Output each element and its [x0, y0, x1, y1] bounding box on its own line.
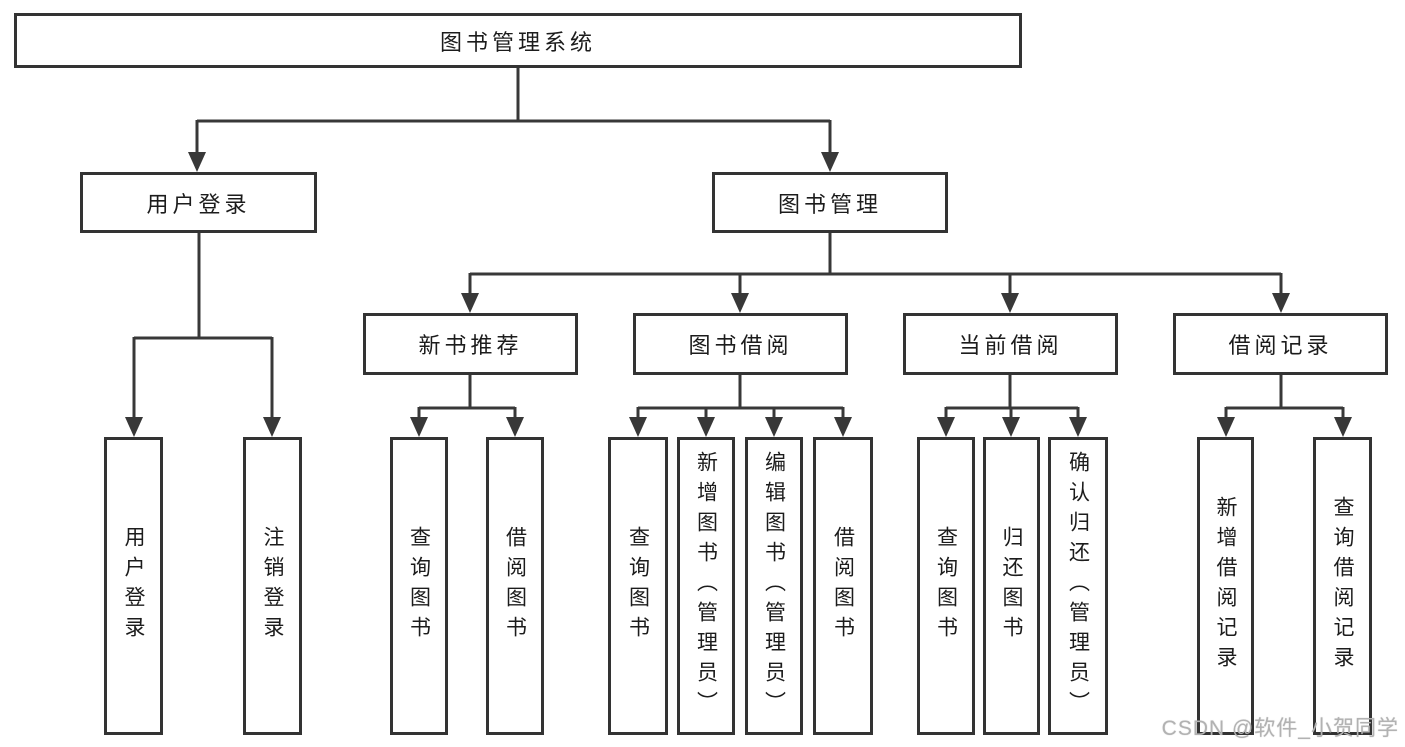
leaf-user-login-label: 用户登录	[122, 526, 145, 646]
node-new-book-rec-label: 新书推荐	[418, 333, 523, 358]
current-borrow-connector	[937, 375, 1087, 437]
leaf-borrow-edit-admin: 编辑图书（管理员）	[745, 437, 803, 735]
leaf-newbook-borrow-label: 借阅图书	[503, 526, 527, 646]
user-login-connector	[125, 233, 281, 437]
node-root: 图书管理系统	[14, 13, 1022, 68]
leaf-borrow-borrow: 借阅图书	[813, 437, 873, 735]
node-user-login: 用户登录	[80, 172, 317, 233]
node-book-mgmt-label: 图书管理	[777, 191, 882, 217]
book-borrow-connector	[629, 375, 852, 437]
csdn-watermark: CSDN @软件_小贺同学	[1161, 717, 1399, 740]
node-borrow-record-label: 借阅记录	[1228, 333, 1333, 358]
leaf-logout: 注销登录	[243, 437, 302, 735]
leaf-record-add-label: 新增借阅记录	[1214, 496, 1237, 676]
leaf-borrow-edit-admin-label: 编辑图书（管理员）	[762, 451, 786, 721]
leaf-record-query: 查询借阅记录	[1313, 437, 1372, 735]
leaf-record-query-label: 查询借阅记录	[1331, 496, 1354, 676]
leaf-current-return-label: 归还图书	[1000, 526, 1023, 646]
leaf-borrow-add-admin: 新增图书（管理员）	[677, 437, 735, 735]
node-root-label: 图书管理系统	[439, 29, 596, 55]
book-mgmt-connector	[461, 233, 1290, 313]
node-current-borrow: 当前借阅	[903, 313, 1118, 375]
node-book-borrow-label: 图书借阅	[688, 333, 793, 358]
node-book-borrow: 图书借阅	[633, 313, 848, 375]
leaf-newbook-query: 查询图书	[390, 437, 448, 735]
leaf-user-login: 用户登录	[104, 437, 163, 735]
leaf-borrow-add-admin-label: 新增图书（管理员）	[694, 451, 718, 721]
new-book-connector	[410, 375, 524, 437]
leaf-logout-label: 注销登录	[261, 526, 284, 646]
leaf-newbook-borrow: 借阅图书	[486, 437, 544, 735]
leaf-newbook-query-label: 查询图书	[407, 526, 431, 646]
leaf-current-query: 查询图书	[917, 437, 975, 735]
leaf-current-return: 归还图书	[983, 437, 1040, 735]
node-new-book-rec: 新书推荐	[363, 313, 578, 375]
leaf-current-query-label: 查询图书	[934, 526, 958, 646]
borrow-record-connector	[1217, 375, 1352, 437]
leaf-borrow-query-label: 查询图书	[626, 526, 650, 646]
node-current-borrow-label: 当前借阅	[958, 333, 1063, 358]
node-borrow-record: 借阅记录	[1173, 313, 1388, 375]
leaf-current-confirm-admin: 确认归还（管理员）	[1048, 437, 1108, 735]
leaf-borrow-borrow-label: 借阅图书	[831, 526, 855, 646]
leaf-record-add: 新增借阅记录	[1197, 437, 1254, 735]
node-book-mgmt: 图书管理	[712, 172, 948, 233]
leaf-borrow-query: 查询图书	[608, 437, 668, 735]
leaf-current-confirm-admin-label: 确认归还（管理员）	[1066, 451, 1090, 721]
node-user-login-label: 用户登录	[146, 191, 251, 217]
root-connector	[188, 68, 839, 172]
